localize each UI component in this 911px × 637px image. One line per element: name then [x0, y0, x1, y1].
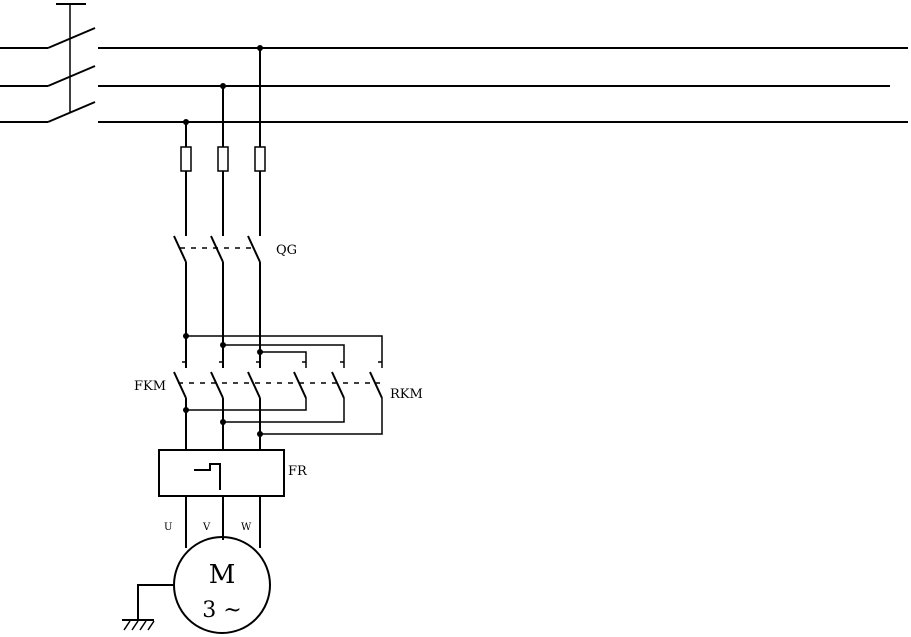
- phase-drops: [183, 45, 263, 147]
- terminal-v-label: V: [202, 522, 211, 533]
- motor-phase-label: 3 ~: [202, 598, 241, 623]
- terminal-w-label: W: [241, 522, 252, 533]
- supply-busbars: [98, 47, 908, 123]
- fuses: [180, 146, 266, 236]
- main-isolator-switch: [0, 3, 96, 123]
- qg-switch: QG: [173, 235, 297, 368]
- motor: M 3 ~: [173, 536, 271, 634]
- rkm-label: RKM: [390, 387, 423, 402]
- fkm-contactor: FKM: [134, 361, 261, 399]
- rkm-lower-links: [183, 398, 383, 450]
- ground-icon: [122, 584, 174, 631]
- terminal-u-label: U: [164, 522, 172, 533]
- motor-terminals: U V W: [164, 522, 252, 533]
- fr-label: FR: [288, 464, 308, 479]
- qg-label: QG: [276, 243, 297, 258]
- rkm-upper-links: [183, 333, 383, 368]
- rkm-contactor: RKM: [293, 361, 423, 402]
- fr-thermal-relay: FR: [158, 449, 308, 548]
- fkm-label: FKM: [134, 379, 166, 394]
- motor-letter: M: [209, 560, 236, 590]
